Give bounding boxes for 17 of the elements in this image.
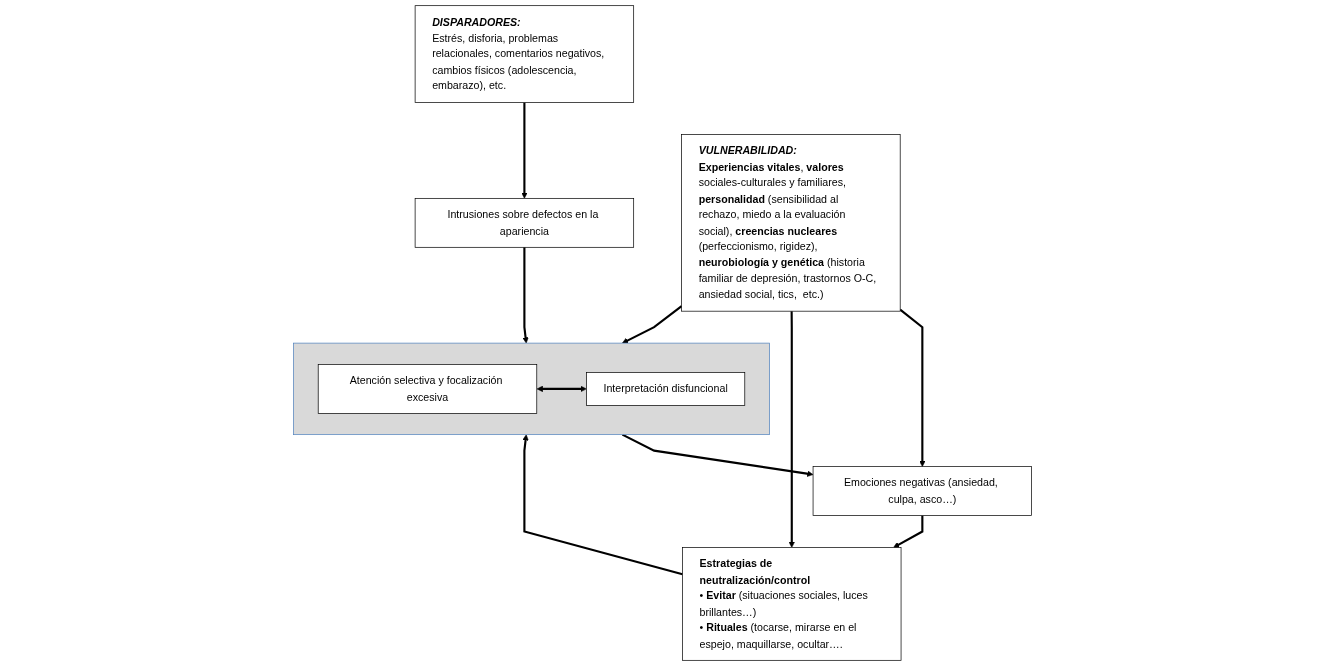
arrow (522, 434, 683, 576)
arrow (622, 305, 683, 344)
node-box (414, 5, 635, 103)
arrow (788, 311, 795, 548)
arrow (621, 433, 814, 477)
node-box (681, 134, 901, 312)
node-box (682, 547, 902, 661)
node-box (414, 198, 635, 248)
cluster (293, 342, 770, 435)
node-box (586, 372, 746, 406)
arrow (536, 385, 587, 392)
arrow (522, 247, 529, 344)
arrow (893, 515, 924, 548)
node-box (317, 364, 538, 414)
node-box (812, 466, 1032, 516)
arrow (521, 102, 528, 199)
arrow (899, 308, 926, 467)
